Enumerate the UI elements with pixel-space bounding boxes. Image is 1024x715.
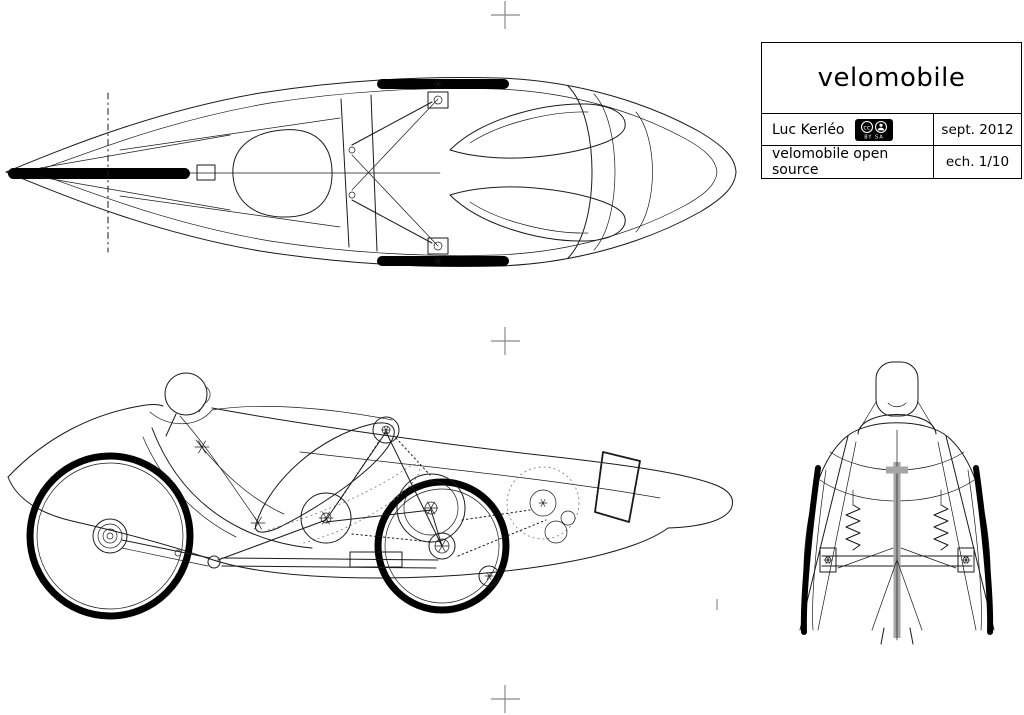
body-outline-top [7,404,164,478]
drawing-scale: ech. 1/10 [945,154,1010,170]
author-name: Luc Kerléo [772,121,845,138]
rider-figure [142,372,421,549]
top-view-drawing [5,76,737,268]
side-wheel-bottom-bar [377,256,509,266]
right-spring [933,504,949,551]
rear-wheel-side-view [374,478,510,614]
rider-head [164,372,208,416]
svg-text:BY SA: BY SA [864,134,884,140]
leg-fairing-lower [449,186,626,242]
body-outline-bottom [7,476,669,579]
side-wheel-top-bar [377,79,509,89]
registration-marks [491,1,718,713]
front-view-drawing [799,361,995,645]
side-view-drawing [7,372,733,620]
drawing-title: velomobile [762,43,1021,114]
hull-inner-line [33,88,718,256]
drawing-date: sept. 2012 [941,121,1014,138]
left-spring [845,504,861,551]
title-block-row-project: velomobile open source ech. 1/10 [762,146,1021,178]
tail-fin [594,451,641,523]
rider-head-front [875,361,919,417]
project-name: velomobile open source [762,146,934,178]
right-wheel-front-view [973,465,994,635]
front-wheel-side-view [26,452,194,620]
title-block: velomobile Luc Kerléo cc BY SA sept. 2 [761,42,1022,179]
front-wheel-top-view [8,168,190,179]
leg-fairing-upper [449,103,626,159]
author-cell: Luc Kerléo cc BY SA [762,114,934,145]
title-block-row-author: Luc Kerléo cc BY SA sept. 2012 [762,114,1021,146]
drivetrain [121,416,580,587]
cc-by-sa-icon: cc BY SA [854,118,893,141]
svg-text:cc: cc [863,123,871,131]
hull-outline-top [5,76,737,268]
cockpit-opening [232,129,333,218]
left-wheel-front-view [800,465,821,635]
